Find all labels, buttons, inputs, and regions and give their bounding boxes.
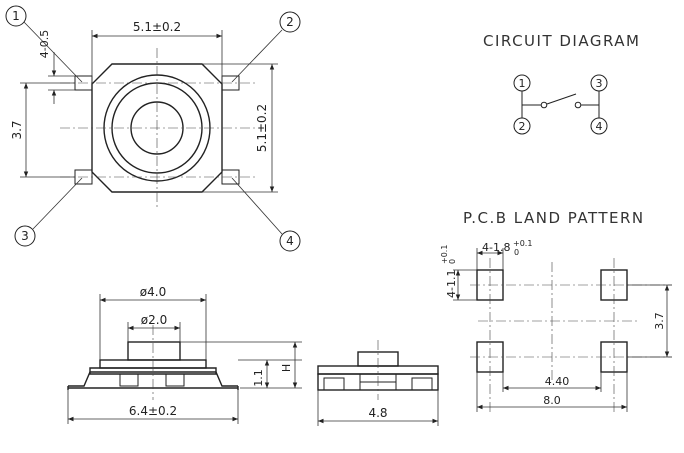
pcb-pad-width: 4-1.8 (482, 241, 510, 254)
front-plunger (127, 341, 181, 361)
pcb-pitch-vertical: 3.7 (653, 312, 666, 330)
pcb-pad-height: 4-1.1 (445, 270, 458, 298)
pcb-pad-width-tol-minus: 0 (514, 248, 519, 257)
dim-front-height: H (280, 364, 293, 372)
side-slot-left (323, 377, 345, 391)
switch-lever (546, 93, 577, 105)
front-base (68, 371, 238, 387)
circuit-pin-label-2: 2 (519, 120, 526, 133)
pcb-pad-height-tol-minus: 0 (448, 259, 457, 264)
dim-front-body: 1.1 (252, 369, 265, 387)
pcb-outer-span: 8.0 (543, 394, 561, 407)
dim-lead-width: 4-0.5 (38, 30, 51, 58)
front-slot-right (165, 373, 185, 387)
dim-top-height: 5.1±0.2 (255, 104, 269, 152)
dim-top-width: 5.1±0.2 (133, 20, 181, 34)
circuit-title: CIRCUIT DIAGRAM (483, 32, 641, 50)
pin-callout-4 (279, 230, 301, 252)
pcb-inner-span: 4.40 (545, 375, 570, 388)
side-slot-right (411, 377, 433, 391)
front-slot-left (119, 373, 139, 387)
circuit-pin-label-3: 3 (596, 77, 603, 90)
circuit-pin-label-1: 1 (519, 77, 526, 90)
side-view: 4.8 (317, 340, 439, 426)
switch-contact-right (574, 101, 582, 109)
circuit-pin-label-4: 4 (596, 120, 603, 133)
pin-label-1: 1 (12, 9, 20, 23)
pcb-title: P.C.B LAND PATTERN (463, 209, 645, 227)
top-view: 5.1±0.2 5.1±0.2 3.7 4-0.5 1 2 3 4 (5, 5, 301, 252)
pin-label-2: 2 (286, 15, 294, 29)
dim-top-pitch: 3.7 (10, 120, 24, 139)
pin-label-4: 4 (286, 234, 294, 248)
dim-front-width: 6.4±0.2 (129, 404, 177, 418)
dim-front-inner: ø2.0 (141, 313, 167, 327)
switch-contact-left (540, 101, 548, 109)
dim-front-outer: ø4.0 (140, 285, 166, 299)
circuit-diagram: CIRCUIT DIAGRAM 1 3 2 4 (483, 32, 641, 135)
pin-label-3: 3 (21, 229, 29, 243)
pcb-pad-width-tol-plus: +0.1 (513, 239, 532, 248)
pin-callout-1 (5, 5, 27, 27)
pin-callout-3 (14, 225, 36, 247)
front-view: ø4.0 ø2.0 6.4±0.2 1.1 H (67, 285, 302, 424)
dim-side-width: 4.8 (368, 406, 387, 420)
pcb-land-pattern: P.C.B LAND PATTERN 4-1.8 +0.1 0 4-1.1 +0… (440, 209, 672, 412)
pcb-pad-height-tol-plus: +0.1 (440, 245, 449, 264)
pin-callout-2 (279, 11, 301, 33)
